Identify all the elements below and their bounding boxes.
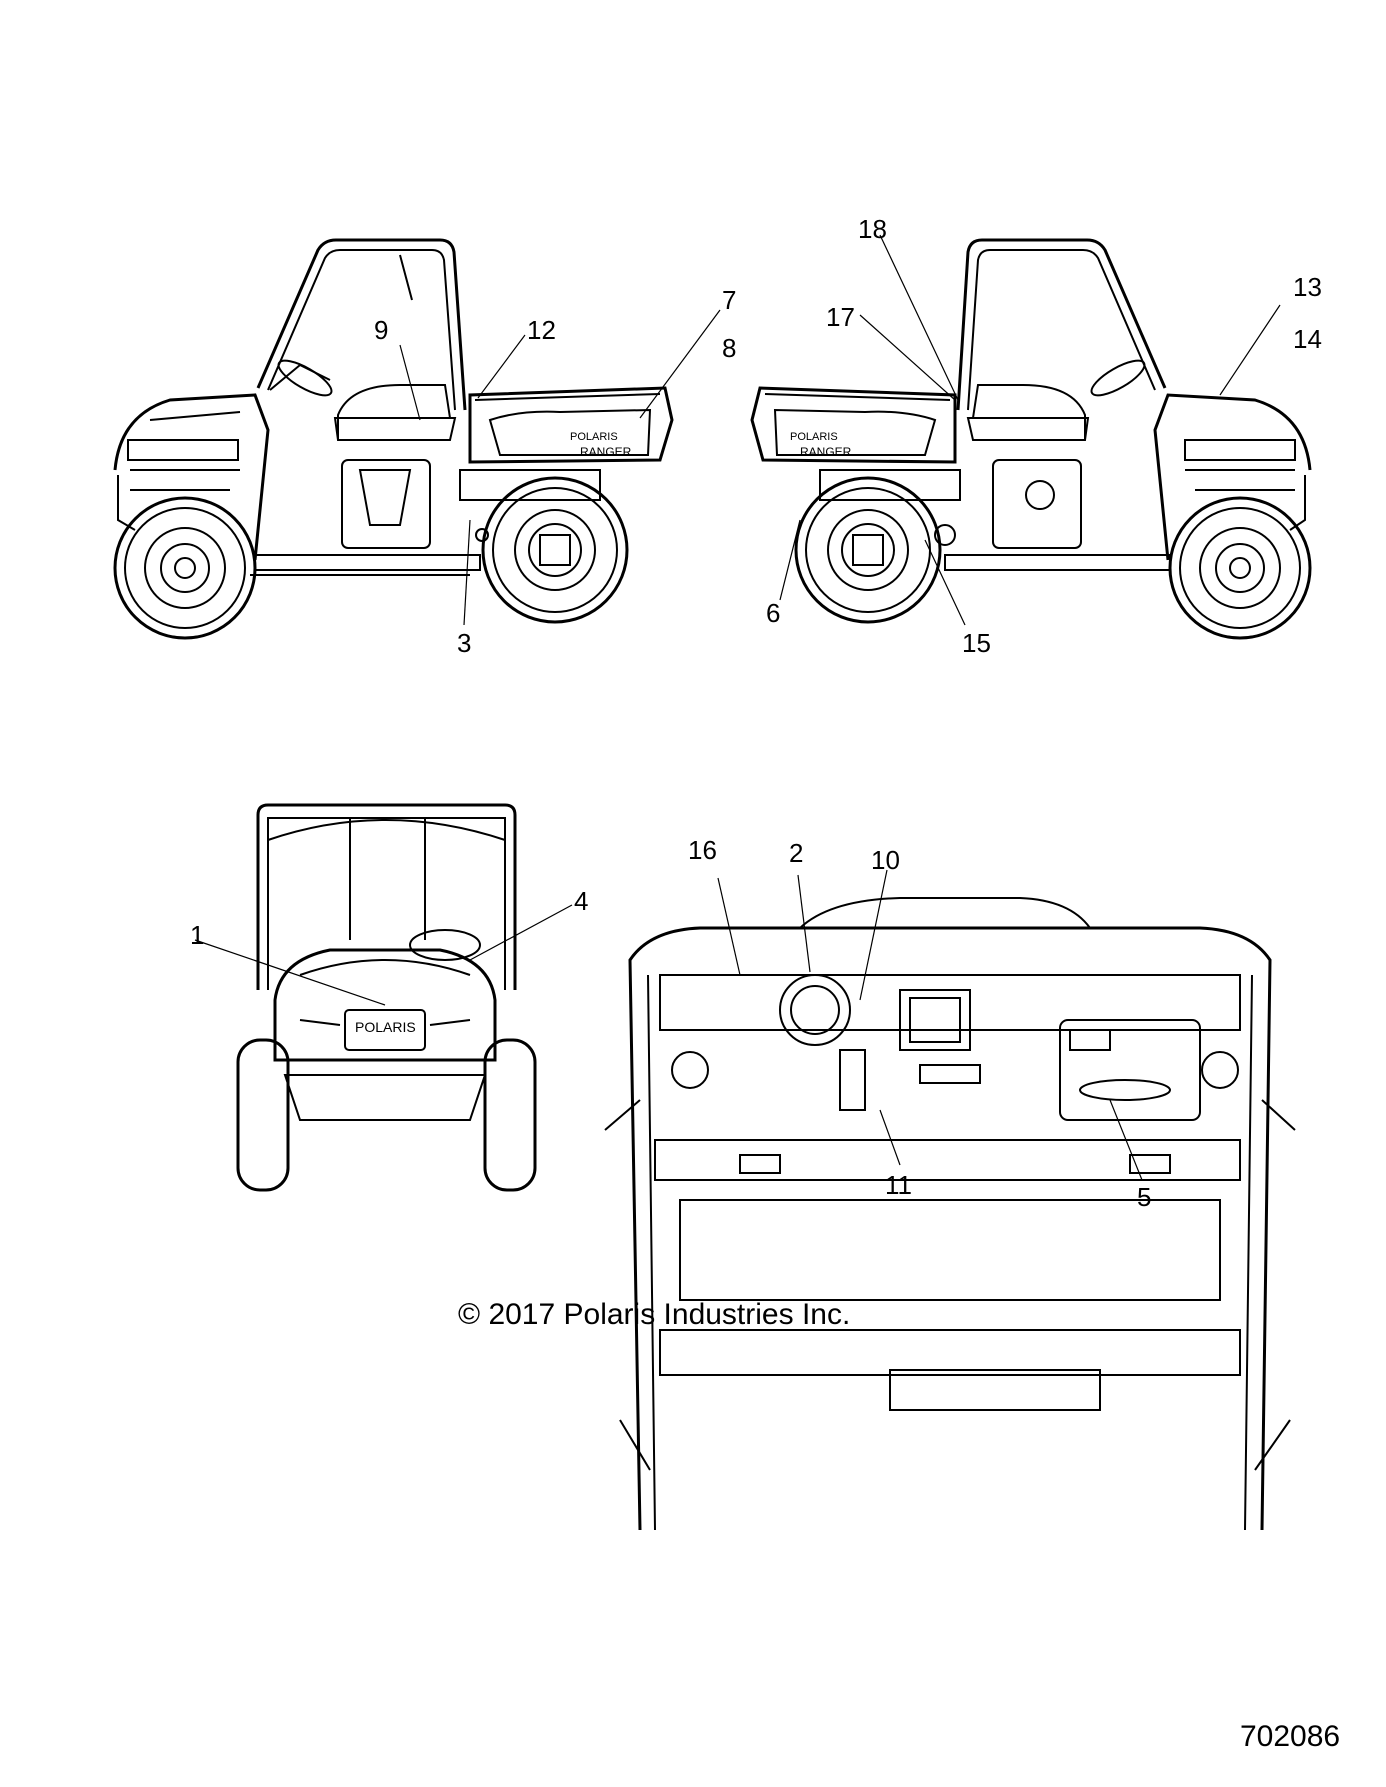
callout-7: 7 (722, 285, 737, 315)
callout-8: 8 (722, 333, 737, 363)
drawing-number: 702086 (1240, 1720, 1341, 1753)
callout-9: 9 (374, 315, 389, 345)
callout-2: 2 (789, 838, 804, 868)
copyright-notice: © 2017 Polaris Industries Inc. (458, 1298, 851, 1331)
callout-1: 1 (190, 920, 205, 950)
left-side-view: POLARIS RANGER (113, 238, 721, 640)
callout-5: 5 (1137, 1182, 1152, 1212)
top-view (604, 869, 1296, 1531)
callout-14: 14 (1293, 324, 1322, 354)
right-side-view: POLARIS RANGER (750, 234, 1312, 640)
callout-6: 6 (766, 598, 781, 628)
front-view: POLARIS (194, 803, 573, 1192)
rear-wheel-left-view (481, 476, 629, 624)
grille-brand-badge: POLARIS (355, 1019, 416, 1035)
callout-11: 11 (885, 1170, 912, 1200)
front-wheel-right-view (1168, 496, 1312, 640)
front-wheel-left-view (113, 496, 257, 640)
callout-13: 13 (1293, 272, 1322, 302)
callout-17: 17 (826, 302, 855, 332)
bed-model-decal-right: RANGER (800, 445, 852, 459)
callout-16: 16 (688, 835, 717, 865)
callout-18: 18 (858, 214, 887, 244)
callout-3: 3 (457, 628, 472, 658)
callout-12: 12 (527, 315, 556, 345)
callout-10: 10 (871, 845, 900, 875)
bed-model-decal: RANGER (580, 445, 632, 459)
bed-brand-decal-right: POLARIS (790, 431, 838, 443)
callout-4: 4 (574, 886, 589, 916)
callout-15: 15 (962, 628, 991, 658)
bed-brand-decal: POLARIS (570, 431, 618, 443)
